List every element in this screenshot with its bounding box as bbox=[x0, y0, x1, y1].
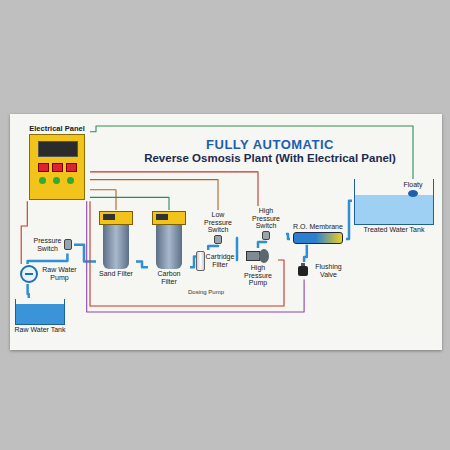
panel-button bbox=[52, 163, 63, 172]
pump-impeller bbox=[25, 273, 33, 275]
treated-water-tank: Treated Water Tank Floaty bbox=[352, 178, 436, 235]
water-pipe bbox=[136, 262, 148, 268]
carbon-filter: Carbon Filter bbox=[148, 210, 190, 286]
control-wire bbox=[90, 180, 218, 210]
flushing-valve: Flushing Valve bbox=[296, 262, 350, 279]
component-label: Raw Water Tank bbox=[15, 326, 66, 334]
sand-filter: Sand Filter bbox=[96, 210, 136, 279]
control-wire bbox=[21, 201, 27, 264]
control-wire bbox=[90, 190, 116, 210]
membrane-symbol bbox=[293, 232, 343, 244]
switch-symbol bbox=[64, 239, 72, 250]
ro-membrane: R.O. Membrane bbox=[290, 222, 346, 245]
subtitle-banner: FULLY AUTOMATIC bbox=[170, 137, 370, 152]
filter-display bbox=[103, 214, 115, 220]
switch-symbol bbox=[214, 235, 222, 244]
electrical-panel: Electrical Panel bbox=[24, 124, 90, 201]
pump-motor bbox=[246, 251, 260, 261]
component-label: Low Pressure Switch bbox=[202, 211, 234, 234]
low-pressure-switch: Low Pressure Switch bbox=[200, 210, 236, 245]
component-label: R.O. Membrane bbox=[293, 223, 343, 231]
cartridge-symbol bbox=[196, 251, 205, 271]
raw-water-pump: Raw Water Pump bbox=[18, 264, 82, 284]
filter-vessel bbox=[156, 225, 182, 269]
filter-display bbox=[156, 214, 168, 220]
panel-button bbox=[66, 163, 77, 172]
pressure-switch: Pressure Switch bbox=[30, 236, 74, 253]
component-label: Pressure Switch bbox=[32, 237, 63, 252]
high-pressure-pump: High Pressure Pump bbox=[238, 248, 278, 288]
pump-symbol bbox=[20, 265, 38, 283]
component-label: High Pressure Switch bbox=[248, 207, 284, 230]
water-pipe bbox=[346, 201, 352, 239]
water-pipe bbox=[286, 234, 290, 239]
water-pipe bbox=[236, 238, 238, 260]
panel-lamp bbox=[67, 177, 74, 184]
component-label: Treated Water Tank bbox=[364, 226, 425, 234]
hppump-symbol bbox=[246, 249, 270, 263]
filter-symbol bbox=[99, 211, 133, 269]
pump-head bbox=[259, 249, 269, 263]
component-label: Flushing Valve bbox=[309, 263, 348, 278]
water-pipe bbox=[28, 284, 29, 298]
water-pipe bbox=[74, 245, 96, 262]
component-label: High Pressure Pump bbox=[240, 264, 276, 287]
water-pipe bbox=[258, 241, 266, 248]
filter-vessel bbox=[103, 225, 129, 269]
water-pipe bbox=[304, 245, 307, 262]
control-wire bbox=[90, 197, 169, 210]
component-label: Raw Water Pump bbox=[39, 266, 80, 281]
valve-stem bbox=[301, 263, 305, 266]
control-wire bbox=[87, 201, 304, 312]
component-label: Electrical Panel bbox=[29, 125, 84, 133]
component-label: Cartridge Filter bbox=[206, 253, 235, 268]
rawtank-symbol bbox=[15, 299, 65, 325]
panel-symbol bbox=[29, 134, 85, 200]
filter-symbol bbox=[152, 211, 186, 269]
control-wire bbox=[90, 201, 284, 306]
part-label: Dosing Pump bbox=[186, 289, 226, 295]
raw-water-tank: Raw Water Tank bbox=[12, 298, 68, 335]
cartridge-filter: Cartridge Filter bbox=[198, 250, 232, 272]
water-pipe bbox=[28, 253, 68, 264]
valve-symbol bbox=[298, 266, 308, 276]
component-label: Sand Filter bbox=[99, 270, 133, 278]
high-pressure-switch: High Pressure Switch bbox=[246, 206, 286, 241]
switch-symbol bbox=[262, 231, 270, 240]
control-wire bbox=[90, 172, 258, 206]
component-label: Floaty bbox=[403, 181, 422, 189]
panel-lamp bbox=[53, 177, 60, 184]
water-pipe bbox=[208, 245, 218, 250]
panel-button bbox=[38, 163, 49, 172]
panel-lamp bbox=[39, 177, 46, 184]
float-switch: Floaty bbox=[396, 180, 430, 198]
diagram-title: Reverse Osmosis Plant (With Electrical P… bbox=[120, 152, 420, 164]
component-label: Carbon Filter bbox=[150, 270, 188, 285]
float-symbol bbox=[408, 190, 418, 197]
panel-display bbox=[38, 141, 78, 157]
